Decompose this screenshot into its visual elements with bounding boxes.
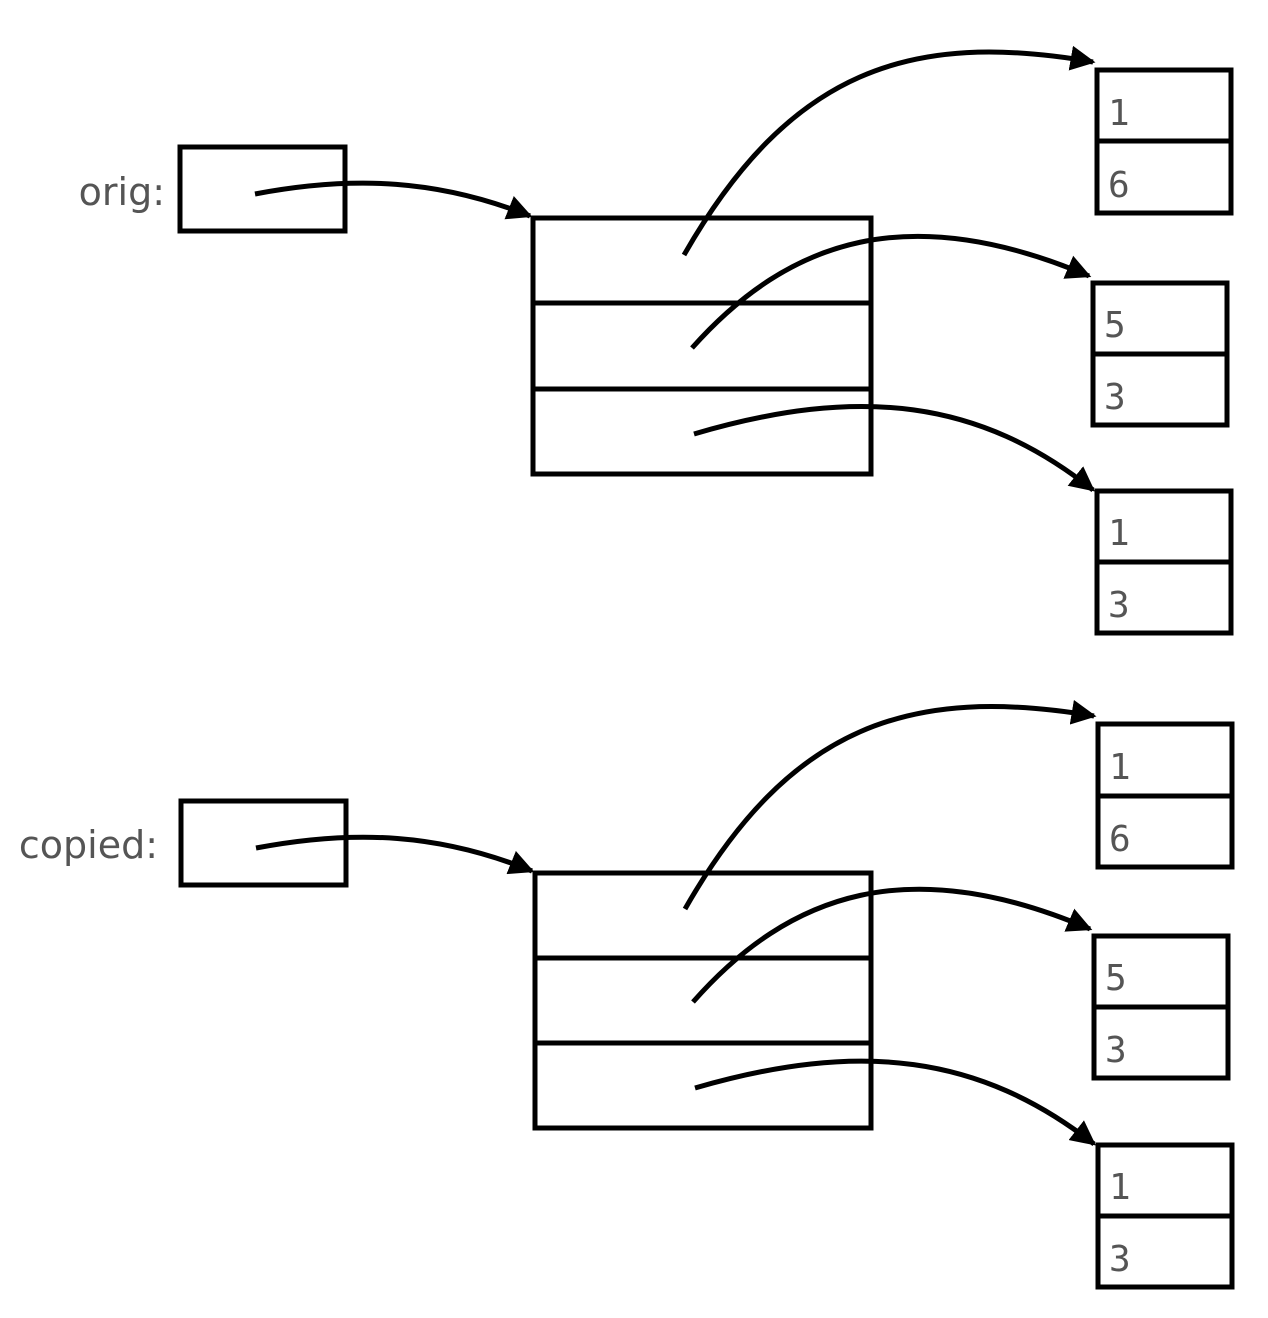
outer-list-box bbox=[530, 215, 874, 477]
cell-value: 3 bbox=[1108, 585, 1130, 626]
variable-label: copied: bbox=[19, 823, 158, 867]
inner-list-box: 1 3 bbox=[1095, 1142, 1235, 1290]
cell-value: 1 bbox=[1108, 513, 1130, 554]
pointer-arrow bbox=[694, 1058, 1096, 1146]
outer-list-frame bbox=[532, 870, 874, 1131]
variable-label: orig: bbox=[79, 170, 165, 214]
pointer-arrow bbox=[681, 45, 1096, 257]
outer-list-box bbox=[532, 870, 874, 1131]
variable-pointer-box bbox=[178, 798, 349, 888]
inner-list-box: 5 3 bbox=[1090, 280, 1230, 428]
inner-list-box: 1 3 bbox=[1094, 488, 1234, 636]
cell-value: 3 bbox=[1105, 1030, 1127, 1071]
pointer-arrow bbox=[693, 403, 1095, 492]
cell-value: 6 bbox=[1109, 819, 1131, 860]
group-orig: orig: 1 6 5 3 1 3 bbox=[79, 45, 1234, 636]
group-copied: copied: 1 6 5 3 1 3 bbox=[19, 699, 1235, 1290]
cell-value: 1 bbox=[1108, 93, 1130, 134]
pointer-arrow bbox=[682, 699, 1097, 911]
pointer-arrow bbox=[254, 180, 533, 220]
cell-value: 6 bbox=[1108, 165, 1130, 206]
inner-list-box: 5 3 bbox=[1091, 933, 1231, 1081]
pointer-arrow bbox=[690, 233, 1092, 350]
cell-value: 3 bbox=[1109, 1239, 1131, 1280]
inner-list-box: 1 6 bbox=[1095, 721, 1235, 870]
pointer-arrow bbox=[255, 834, 535, 875]
pointer-arrow bbox=[691, 886, 1093, 1004]
variable-pointer-box bbox=[177, 144, 348, 234]
cell-value: 5 bbox=[1105, 958, 1127, 999]
cell-value: 5 bbox=[1104, 305, 1126, 346]
cell-value: 1 bbox=[1109, 747, 1131, 788]
outer-list-frame bbox=[530, 215, 874, 477]
cell-value: 3 bbox=[1104, 377, 1126, 418]
inner-list-box: 1 6 bbox=[1094, 67, 1234, 216]
cell-value: 1 bbox=[1109, 1167, 1131, 1208]
